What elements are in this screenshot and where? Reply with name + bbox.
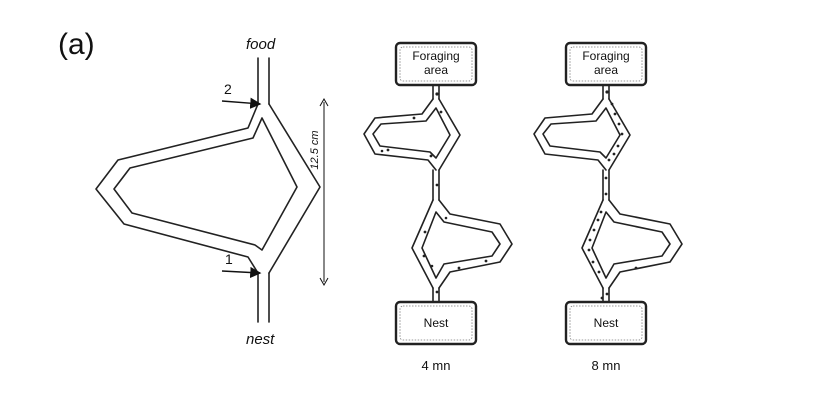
foraging-area-label-line1: Foraging <box>582 49 629 63</box>
foraging-area-box <box>394 41 478 87</box>
maze-4mn: Foraging area Nest 4 mn <box>363 41 513 373</box>
lower-loop-inner <box>591 211 671 279</box>
caption-4mn: 4 mn <box>422 358 451 373</box>
ants <box>380 92 488 294</box>
dimension-arrow-top <box>319 97 329 107</box>
nest-label: nest <box>246 331 275 348</box>
nest-box <box>394 300 478 346</box>
food-label: food <box>246 36 276 53</box>
dimension-label: 12.5 cm <box>309 130 321 169</box>
ants <box>587 90 638 300</box>
upper-loop-inner <box>542 107 621 159</box>
bridge-outer-contour <box>95 103 321 274</box>
branch-1-label: 1 <box>225 251 233 267</box>
upper-loop-inner <box>372 107 451 159</box>
maze-8mn: Foraging area Nest 8 mn <box>533 41 683 373</box>
bridge-inner-contour <box>113 117 298 251</box>
upper-loop-outer <box>533 98 631 171</box>
lower-loop-inner <box>421 211 501 279</box>
lower-loop-outer <box>581 199 683 289</box>
bridge-diagram: food nest 2 1 12.5 cm <box>95 36 329 348</box>
foraging-area-label-line1: Foraging <box>412 49 459 63</box>
dimension-arrow-bottom <box>319 277 329 287</box>
panel-label: (a) <box>58 28 95 61</box>
branch-1-arrow <box>221 266 262 279</box>
upper-loop-outer <box>363 98 461 171</box>
foraging-area-label-line2: area <box>424 63 448 77</box>
branch-2-arrow <box>221 97 262 109</box>
caption-8mn: 8 mn <box>592 358 621 373</box>
nest-box-label: Nest <box>594 316 619 330</box>
foraging-area-label-line2: area <box>594 63 618 77</box>
nest-box <box>564 300 648 346</box>
nest-box-label: Nest <box>424 316 449 330</box>
branch-2-label: 2 <box>224 81 232 97</box>
lower-loop-outer <box>411 199 513 289</box>
foraging-area-box <box>564 41 648 87</box>
